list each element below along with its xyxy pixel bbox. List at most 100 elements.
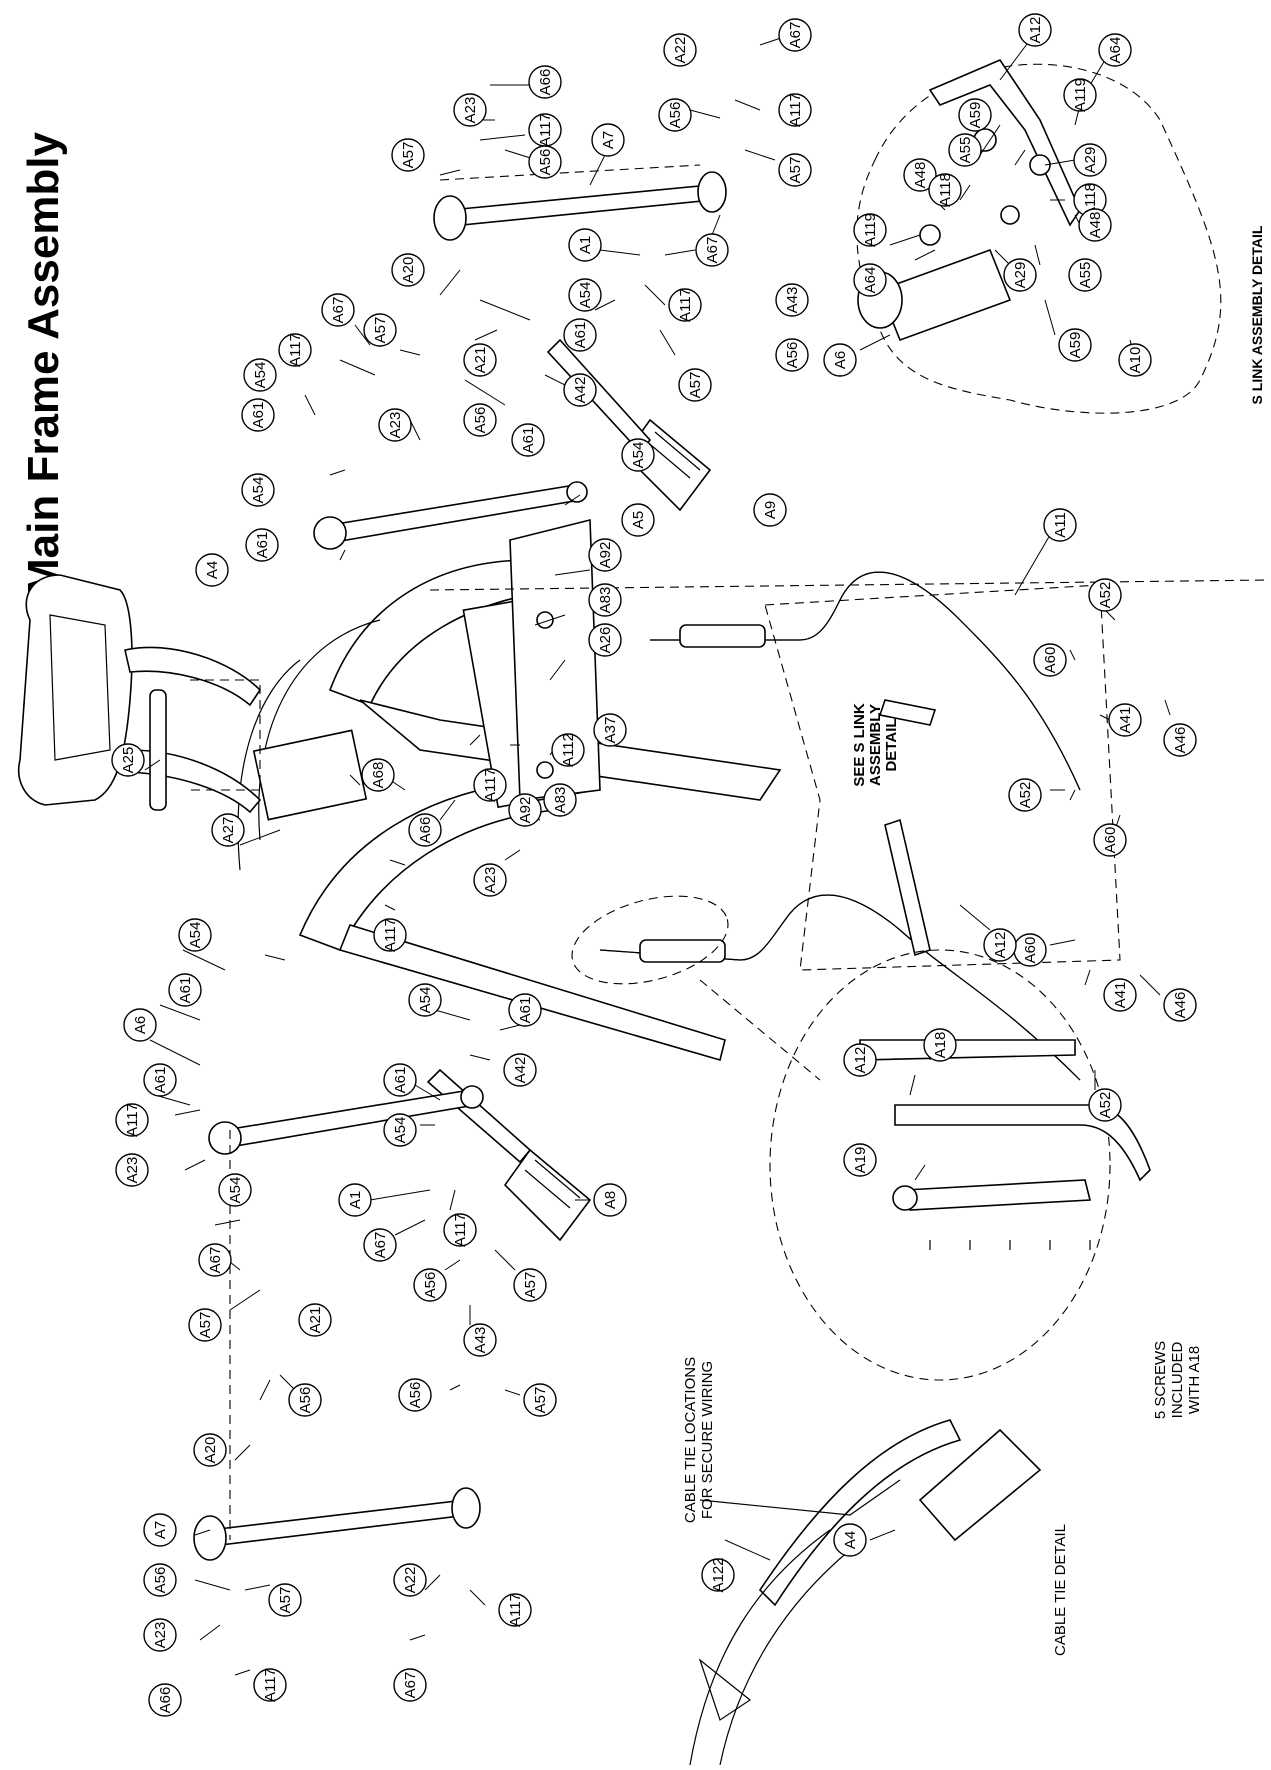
callout-a41-1[interactable]: A41 [1108,703,1142,737]
callout-a117-2[interactable]: A117 [778,93,812,127]
callout-a6-1[interactable]: A6 [123,1008,157,1042]
callout-a8[interactable]: A8 [593,1183,627,1217]
callout-a23-3[interactable]: A23 [473,863,507,897]
callout-a4-1[interactable]: A4 [195,553,229,587]
callout-a61-3[interactable]: A61 [241,398,275,432]
callout-a6-2[interactable]: A6 [823,343,857,377]
callout-a21-1[interactable]: A21 [463,343,497,377]
callout-a54-6[interactable]: A54 [218,1173,252,1207]
callout-a61-5[interactable]: A61 [168,973,202,1007]
callout-a67-5[interactable]: A67 [363,1228,397,1262]
callout-a43-2[interactable]: A43 [463,1323,497,1357]
callout-a54-8[interactable]: A54 [383,1113,417,1147]
callout-a52-2[interactable]: A52 [1008,778,1042,812]
callout-a67-2[interactable]: A67 [695,233,729,267]
callout-a92-2[interactable]: A92 [508,793,542,827]
callout-a22-1[interactable]: A22 [663,33,697,67]
callout-a20-2[interactable]: A20 [193,1433,227,1467]
callout-a54-4[interactable]: A54 [241,473,275,507]
callout-a67-1[interactable]: A67 [778,18,812,52]
callout-a61-2[interactable]: A61 [511,423,545,457]
callout-a57-4[interactable]: A57 [363,313,397,347]
callout-a1-2[interactable]: A1 [338,1183,372,1217]
callout-a54-7[interactable]: A54 [408,983,442,1017]
callout-a12-3[interactable]: A12 [1018,13,1052,47]
callout-a83-2[interactable]: A83 [543,783,577,817]
callout-a66-1[interactable]: A66 [528,65,562,99]
callout-a57-7[interactable]: A57 [513,1268,547,1302]
callout-a26[interactable]: A26 [588,623,622,657]
callout-a68[interactable]: A68 [361,758,395,792]
callout-a61-1[interactable]: A61 [563,318,597,352]
callout-a117-7[interactable]: A117 [115,1103,149,1137]
callout-a112[interactable]: A112 [551,733,585,767]
callout-a64-2[interactable]: A64 [853,263,887,297]
callout-a119-1[interactable]: A119 [1063,78,1097,112]
callout-a56-5[interactable]: A56 [288,1383,322,1417]
callout-a4-2[interactable]: A4 [833,1523,867,1557]
callout-a83-1[interactable]: A83 [588,583,622,617]
callout-a22-2[interactable]: A22 [393,1563,427,1597]
callout-a7-2[interactable]: A7 [143,1513,177,1547]
callout-a37[interactable]: A37 [593,713,627,747]
callout-a5[interactable]: A5 [621,503,655,537]
callout-a60-1[interactable]: A60 [1033,643,1067,677]
callout-a117-1[interactable]: A117 [528,113,562,147]
callout-a57-5[interactable]: A57 [188,1308,222,1342]
callout-a67-6[interactable]: A67 [393,1668,427,1702]
callout-a57-8[interactable]: A57 [523,1383,557,1417]
callout-a21-2[interactable]: A21 [298,1303,332,1337]
callout-a12-2[interactable]: A12 [843,1043,877,1077]
callout-a61-7[interactable]: A61 [508,993,542,1027]
callout-a29-2[interactable]: A29 [1003,258,1037,292]
callout-a1-1[interactable]: A1 [568,228,602,262]
callout-a29-1[interactable]: A29 [1073,143,1107,177]
callout-a56-4[interactable]: A56 [463,403,497,437]
callout-a61-8[interactable]: A61 [383,1063,417,1097]
callout-a66-2[interactable]: A66 [408,813,442,847]
callout-a56-3[interactable]: A56 [775,338,809,372]
callout-a19[interactable]: A19 [843,1143,877,1177]
callout-a56-6[interactable]: A56 [143,1563,177,1597]
callout-a55-1[interactable]: A55 [948,133,982,167]
callout-a60-2[interactable]: A60 [1093,823,1127,857]
callout-a67-4[interactable]: A67 [198,1243,232,1277]
callout-a10[interactable]: A10 [1118,343,1152,377]
callout-a54-5[interactable]: A54 [178,918,212,952]
callout-a117-9[interactable]: A117 [443,1213,477,1247]
callout-a18[interactable]: A18 [923,1028,957,1062]
callout-a60-3[interactable]: A60 [1013,933,1047,967]
callout-a52-3[interactable]: A52 [1088,1088,1122,1122]
callout-a54-1[interactable]: A54 [568,278,602,312]
callout-a48-1[interactable]: A48 [903,158,937,192]
callout-a64-1[interactable]: A64 [1098,33,1132,67]
callout-a42-1[interactable]: A42 [563,373,597,407]
callout-a57-1[interactable]: A57 [391,138,425,172]
callout-a56-7[interactable]: A56 [413,1268,447,1302]
callout-a117-3[interactable]: A117 [668,288,702,322]
callout-a20-1[interactable]: A20 [391,253,425,287]
callout-a57-6[interactable]: A57 [268,1583,302,1617]
callout-a54-2[interactable]: A54 [621,438,655,472]
callout-a117-4[interactable]: A117 [278,333,312,367]
callout-a56-1[interactable]: A56 [528,145,562,179]
callout-a9[interactable]: A9 [753,493,787,527]
callout-a57-2[interactable]: A57 [778,153,812,187]
callout-a48-2[interactable]: A48 [1078,208,1112,242]
callout-a12-1[interactable]: A12 [983,928,1017,962]
callout-a118-1[interactable]: A118 [928,173,962,207]
callout-a61-6[interactable]: A61 [143,1063,177,1097]
callout-a117-8[interactable]: A117 [253,1668,287,1702]
callout-a23-4[interactable]: A23 [115,1153,149,1187]
callout-a66-3[interactable]: A66 [148,1683,182,1717]
callout-a67-3[interactable]: A67 [321,293,355,327]
callout-a41-2[interactable]: A41 [1103,978,1137,1012]
callout-a42-2[interactable]: A42 [503,1053,537,1087]
callout-a11[interactable]: A11 [1043,508,1077,542]
callout-a23-1[interactable]: A23 [453,93,487,127]
callout-a55-2[interactable]: A55 [1068,258,1102,292]
callout-a25[interactable]: A25 [111,743,145,777]
callout-a117-10[interactable]: A117 [498,1593,532,1627]
callout-a56-2[interactable]: A56 [658,98,692,132]
callout-a27[interactable]: A27 [211,813,245,847]
